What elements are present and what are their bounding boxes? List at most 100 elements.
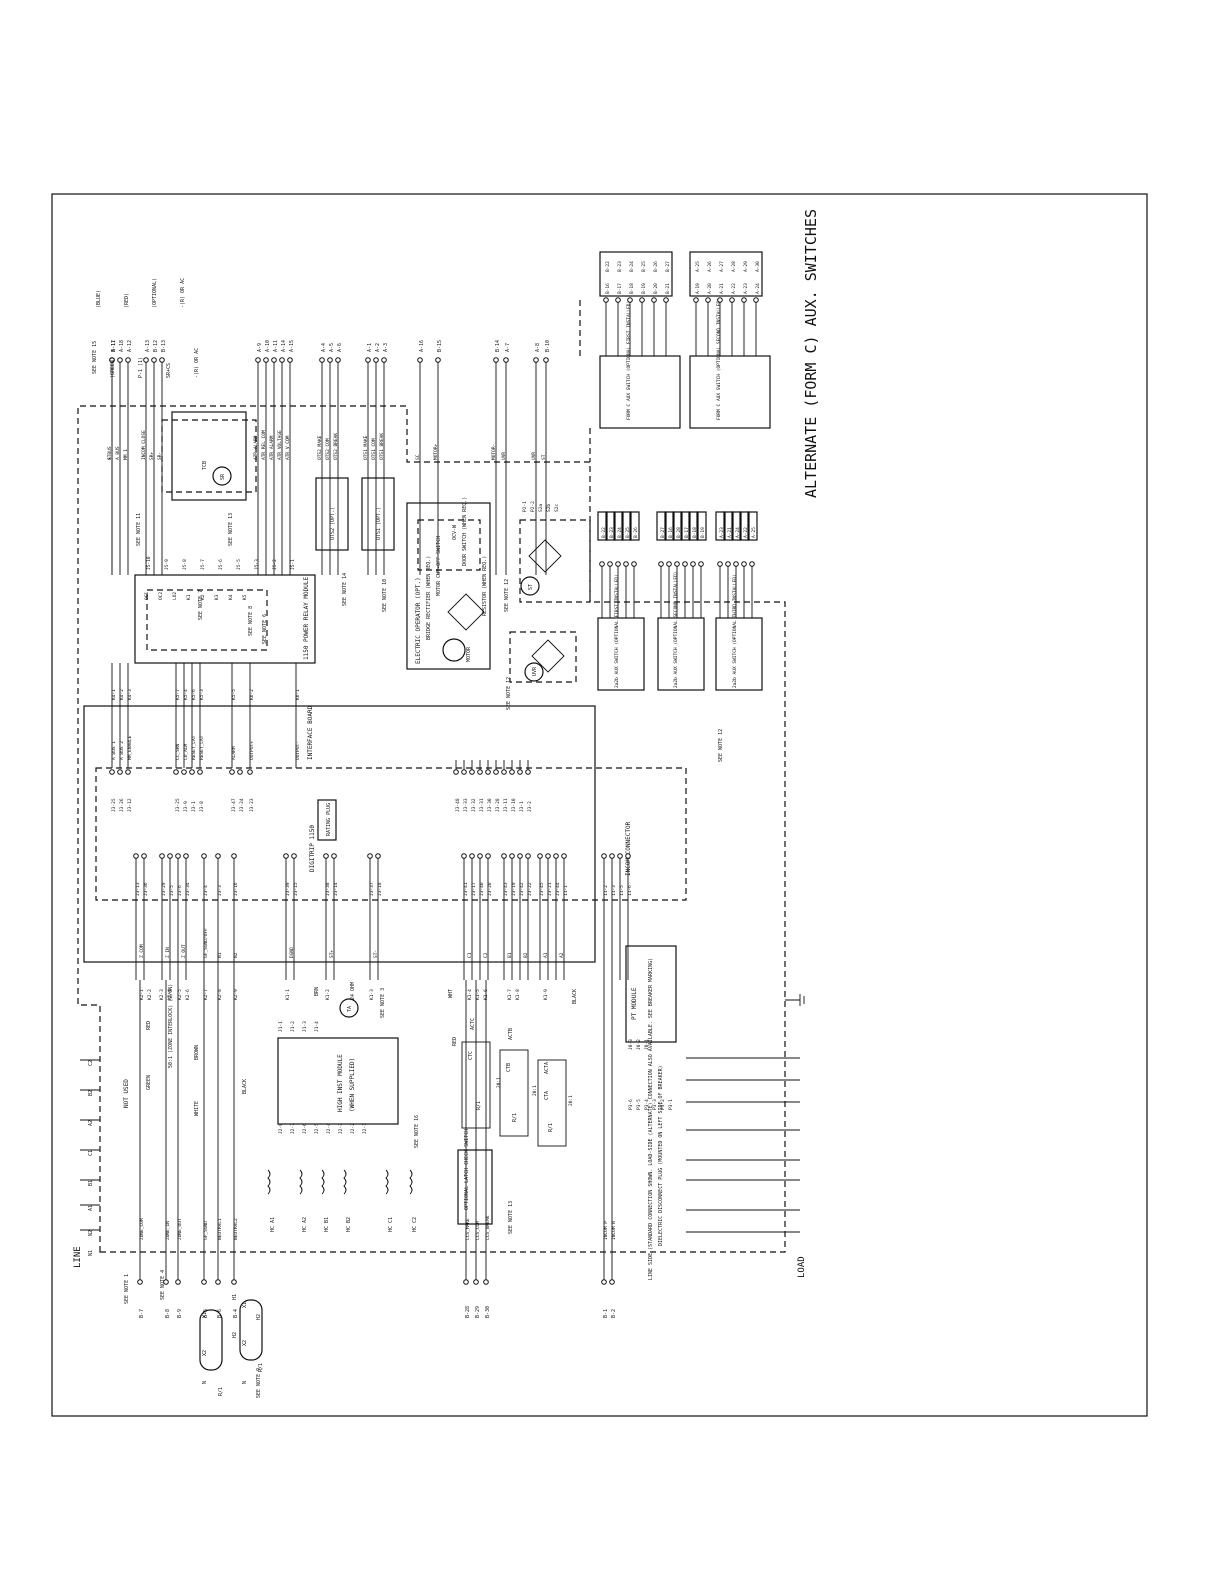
x-label: R/1 xyxy=(218,1387,224,1396)
st-terminal-label: P2-2 xyxy=(530,501,536,512)
hc-label: HC C1 xyxy=(388,1217,394,1232)
see-note-label: SEE NOTE 6 xyxy=(262,614,268,644)
contact-label: K1 xyxy=(186,594,192,600)
hc-label: HC A2 xyxy=(302,1217,308,1232)
aux-terminal-box xyxy=(672,511,683,541)
j-terminal xyxy=(453,769,459,775)
aux-terminal-label: B-18 xyxy=(692,527,698,538)
aux-terminal xyxy=(725,561,731,567)
lower-j-terminal xyxy=(525,853,531,859)
phase-label: N2 xyxy=(88,1230,94,1236)
wire-color-label: WHITE xyxy=(194,1101,200,1116)
lower-j-terminal xyxy=(485,853,491,859)
form-c-terminal-label: A-22 xyxy=(731,283,737,294)
bottom-terminal-label: B-30 xyxy=(485,1306,491,1318)
board-signal-label: RESET_LAT xyxy=(199,735,205,760)
aux-terminal xyxy=(717,561,723,567)
lower-j-label: J3-20 xyxy=(487,882,493,896)
wire-color-label: BRN xyxy=(314,987,320,996)
j2-label: J1-1 xyxy=(278,1021,284,1032)
aux-terminal-label: B-28 xyxy=(676,527,682,538)
lower-signal-label: A1 xyxy=(543,952,549,958)
top-terminal xyxy=(533,357,539,363)
lower-j-label: J3-16 xyxy=(233,882,239,896)
top-terminal-label: B-12 xyxy=(153,340,159,352)
aux-terminal-box xyxy=(664,511,675,541)
phase-label: B1 xyxy=(88,1180,94,1186)
contact-label: OC2 xyxy=(158,592,164,600)
aux-terminal-label: B-16 xyxy=(668,527,674,538)
lower-j-label: J3-18 xyxy=(377,882,383,896)
sensor-label: R/1 xyxy=(476,1101,482,1110)
aux-terminal-box xyxy=(680,511,691,541)
relay-j5-label: J5-8 xyxy=(182,559,188,570)
j-terminal-label: J3-48 xyxy=(455,798,461,812)
relay-terminal-label: K4-3 xyxy=(127,689,133,700)
j-terminal-label: J3-8 xyxy=(199,801,205,812)
bridge-rectifier-label: BRIDGE RECTIFIER (WHEN REQ.) xyxy=(426,556,432,640)
form-c-terminal-label: B-16 xyxy=(605,283,611,294)
sensor-label: ACTB xyxy=(508,1028,514,1040)
x-label: H2 xyxy=(232,1332,238,1338)
j-terminal-label: J3-24 xyxy=(239,798,245,812)
bottom-terminal-label: B-2 xyxy=(611,1309,617,1318)
j-terminal xyxy=(181,769,187,775)
board-signal-label: A BUS 2 xyxy=(119,741,125,760)
form-c-terminal-box xyxy=(689,251,763,297)
j-terminal-label: J3-25 xyxy=(111,798,117,812)
form-c-terminal-label-2: B-22 xyxy=(605,261,611,272)
j-terminal-label: J3-2 xyxy=(527,801,533,812)
sensor-label: ACTC xyxy=(470,1018,476,1030)
lower-j-terminal xyxy=(553,853,559,859)
relay-j5-label: J5-7 xyxy=(200,559,206,570)
sensor-label: R/1 xyxy=(548,1123,554,1132)
lower-j-terminal xyxy=(141,853,147,859)
lower-j-label: J3-21 xyxy=(547,882,553,896)
top-terminal-label: A-11 xyxy=(273,340,279,352)
wire-group xyxy=(111,300,757,1282)
tcb-dashed xyxy=(161,419,257,493)
top-signal-label: ATR_ALARM xyxy=(269,435,275,460)
bottom-terminal xyxy=(473,1279,479,1285)
phase-label: C2 xyxy=(88,1060,94,1066)
misc-label: (OPTIONAL) xyxy=(152,278,158,308)
lower-j-terminal xyxy=(167,853,173,859)
bottom-signal-label: ZONE_COM xyxy=(139,1218,145,1240)
top-signal-label: SR+ xyxy=(149,452,155,460)
lower-j-terminal xyxy=(469,853,475,859)
lower-signal-label: Z_OUT xyxy=(181,944,187,958)
j2-label: J2-1 xyxy=(362,1123,368,1134)
k-terminal-label: K2-7 xyxy=(203,989,209,1000)
form-c-terminal xyxy=(651,297,657,303)
top-terminal xyxy=(543,357,549,363)
misc-label: (BLUE) xyxy=(96,290,102,308)
top-terminal xyxy=(271,357,277,363)
k-terminal-label: K1-3 xyxy=(369,989,375,1000)
misc-label: -(R) OR AC xyxy=(194,348,200,378)
aux-terminal-label: A-24 xyxy=(735,527,741,538)
pt-terminal-label: P3-6 xyxy=(628,1099,634,1110)
lower-j-terminal xyxy=(215,853,221,859)
j2-label: J2-3 xyxy=(338,1123,344,1134)
see-note-label: SEE NOTE 1 xyxy=(124,1274,130,1304)
bottom-terminal xyxy=(601,1279,607,1285)
form-c-terminal-label-2: A-30 xyxy=(755,261,761,272)
contact-label: K5 xyxy=(242,594,248,600)
ct-a-box xyxy=(537,1059,567,1147)
bottom-terminal-label: B-7 xyxy=(139,1309,145,1318)
relay-j5-label: J5-10 xyxy=(146,556,152,570)
misc-label: P-1 (1) xyxy=(138,357,144,378)
hc-label: HC B1 xyxy=(324,1217,330,1232)
bottom-terminal xyxy=(463,1279,469,1285)
x-label: X1 xyxy=(202,1312,208,1318)
lower-signal-label: A2 xyxy=(559,952,565,958)
top-signal-label: UVR xyxy=(531,452,537,460)
form-c-terminal-label-2: A-25 xyxy=(695,261,701,272)
lower-signal-label: ST+ xyxy=(329,950,335,958)
wire-color-label: BLACK xyxy=(242,1079,248,1094)
top-terminal-label: A-6 xyxy=(337,343,343,352)
lower-j-label: J3-34 xyxy=(185,882,191,896)
j-terminal-label: J3-26 xyxy=(119,798,125,812)
j2-label: J2-2 xyxy=(350,1123,356,1134)
